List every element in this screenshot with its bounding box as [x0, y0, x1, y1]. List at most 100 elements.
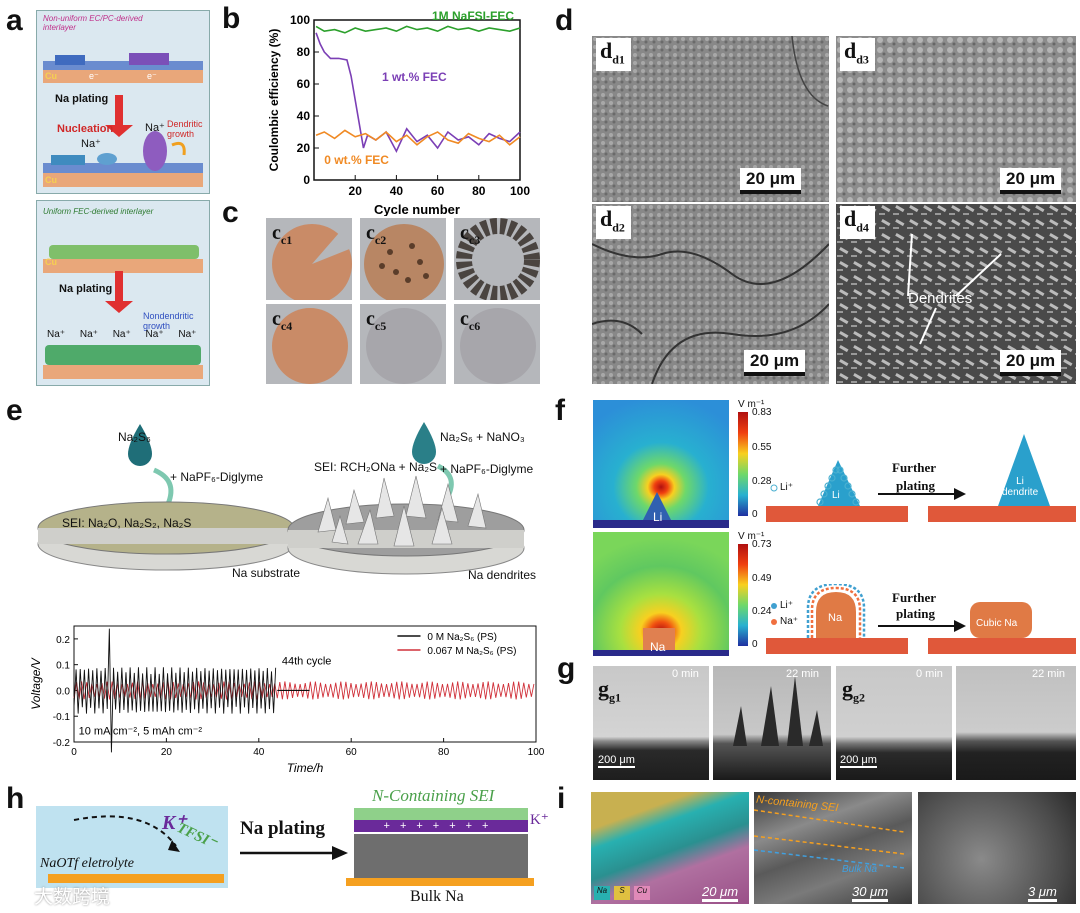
x-tick-label: 0: [71, 747, 77, 758]
sub-index: c6: [468, 319, 481, 333]
photo-c1: [266, 218, 352, 300]
tick-na: 0: [752, 639, 758, 650]
sub-label-c4: cc4: [272, 308, 293, 333]
sub-label-c1: cc1: [272, 222, 293, 247]
naplus: Na⁺: [112, 329, 131, 340]
unit-li: V m⁻¹: [738, 399, 765, 410]
naplus: Na⁺: [178, 329, 197, 340]
series-line-0: [73, 628, 277, 753]
f-na-plus: Na⁺: [780, 616, 799, 627]
panel-label-d: d: [555, 4, 574, 37]
legend-label-0: 0 M Na₂S₆ (PS): [427, 632, 497, 643]
panel-a-nondendritic: Nondendritic growth: [143, 311, 194, 331]
sub-index: c1: [280, 233, 293, 247]
sub-index: c2: [374, 233, 387, 247]
colorbar-li: [738, 412, 748, 516]
e-right-reagent: Na₂S₆ + NaNO₃: [440, 430, 525, 444]
panel-label-e: e: [6, 394, 23, 427]
panel-a-nucleation: Nucleation: [57, 123, 114, 135]
h-plus-row: +++++++: [354, 820, 528, 832]
f-li-plus-top: Li⁺: [780, 482, 794, 493]
i-sem-cross: [754, 792, 912, 904]
g1-0min: [593, 666, 709, 780]
g1-22min: [713, 666, 831, 780]
h-kplus-left: K⁺: [162, 812, 186, 834]
panel-a-cu-3: Cu: [45, 257, 57, 267]
scalebar-d4: 20 μm: [1000, 350, 1062, 376]
y-tick-label: 0: [303, 173, 310, 187]
plot-frame: [73, 625, 537, 743]
e-left-reagent: Na₂S₆: [118, 430, 151, 444]
h-sei-layer: [354, 808, 528, 820]
sub-label-d4: dd4: [840, 206, 875, 240]
tick-li: 0.83: [752, 407, 772, 418]
i-bulk-na: Bulk Na: [842, 864, 878, 875]
g2-22min: [956, 666, 1076, 780]
panel-a-plating-bottom: Na plating: [59, 283, 113, 295]
h-bulk-base: [346, 878, 534, 886]
panel-label-f: f: [555, 394, 565, 427]
sub-label-g1: gg1: [598, 676, 621, 705]
x-axis-label: Time/h: [287, 761, 324, 775]
tick-li: 0.28: [752, 476, 772, 487]
y-tick-label: 20: [297, 141, 311, 155]
x-tick-label: 20: [161, 747, 173, 758]
panel-a-naplus-1: Na⁺: [81, 138, 101, 150]
f-cubic-na: Cubic Na: [976, 618, 1018, 629]
photo-c5: [360, 304, 446, 384]
series-line-2: [315, 129, 521, 146]
e-left-additive: + NaPF₆-Diglyme: [170, 470, 264, 484]
plot-frame: [313, 19, 521, 181]
conditions: 10 mA cm⁻², 5 mAh cm⁻²: [79, 725, 203, 737]
unit-na: V m⁻¹: [738, 531, 765, 542]
h-bulk-block: [354, 834, 528, 878]
i-eds-map: [591, 792, 749, 904]
label-dendrites: Dendrites: [908, 290, 973, 307]
y-tick-label: -0.1: [53, 712, 71, 723]
series-label-0: 1M NaFSI-FEC: [432, 9, 514, 23]
g2-scalebar: 200 μm: [840, 754, 877, 768]
x-tick-label: 80: [472, 184, 486, 198]
h-arrow: [240, 846, 348, 860]
sub-index: d3: [856, 52, 869, 67]
f-na-center: Na: [828, 612, 843, 624]
sub-label-g2: gg2: [842, 676, 865, 705]
scalebar-d2: 20 μm: [744, 350, 806, 376]
sub-index: d2: [612, 220, 625, 235]
panel-e-schematic: [37, 422, 525, 575]
panel-a-cu-bottom: Cu: [45, 175, 57, 185]
sub-label-d3: dd3: [840, 38, 875, 72]
h-sei-label: N-Containing SEI: [372, 786, 495, 805]
e-substrate: Na substrate: [232, 566, 301, 580]
sub-index: g1: [609, 690, 621, 705]
cycle-note: 44th cycle: [282, 656, 332, 668]
scalebar-d1: 20 μm: [740, 168, 802, 194]
sub-index: g2: [853, 690, 865, 705]
e-right-additive: + NaPF₆-Diglyme: [440, 462, 534, 476]
g2-0min: [836, 666, 952, 780]
naplus: Na⁺: [145, 329, 164, 340]
h-electrolyte: NaOTf eletrolyte: [40, 856, 134, 871]
x-tick-label: 100: [510, 184, 530, 198]
panel-a-naplus-row: Na⁺ Na⁺ Na⁺ Na⁺ Na⁺: [47, 329, 196, 340]
panel-label-a: a: [6, 4, 23, 37]
f-li-plus-bottom: Li⁺: [780, 600, 794, 611]
f-li-schematic: [766, 434, 1076, 522]
x-tick-label: 100: [528, 747, 545, 758]
panel-a-cu-top: Cu: [45, 71, 57, 81]
panel-a-bottom-caption: Uniform FEC-derived interlayer: [43, 207, 154, 216]
photo-c4: [266, 304, 352, 384]
i-scale-1: 20 μm: [702, 884, 739, 902]
sub-index: d4: [856, 220, 869, 235]
photo-c2: [360, 218, 446, 300]
x-tick-label: 60: [346, 747, 358, 758]
series-line-0: [315, 25, 521, 34]
tick-na: 0.49: [752, 573, 772, 584]
y-tick-label: 0.1: [56, 661, 70, 672]
h-bulk-label: Bulk Na: [410, 888, 464, 905]
sub-index: c4: [280, 319, 293, 333]
legend-label-1: 0.067 M Na₂S₆ (PS): [427, 646, 516, 657]
i-scale-3: 3 μm: [1028, 884, 1057, 902]
x-tick-label: 20: [349, 184, 363, 198]
sub-index: d1: [612, 52, 625, 67]
